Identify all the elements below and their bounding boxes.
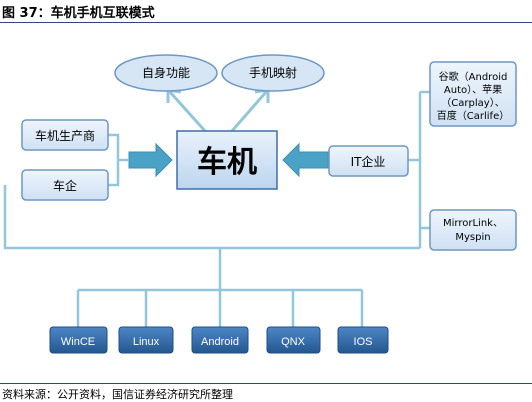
os-label-wince: WinCE (61, 336, 95, 348)
car-machine-box (176, 130, 278, 190)
os-box-qnx (266, 326, 321, 354)
right-big-arrow (282, 142, 329, 178)
it-examples-2-line-2: Myspin (455, 232, 490, 243)
phone-mirror-label: 手机映射 (249, 65, 297, 80)
mode-arrows (166, 88, 270, 133)
car-company-to-bus-line (3, 185, 420, 250)
self-function-label: 自身功能 (142, 65, 190, 80)
it-examples-2-line-1: MirrorLink、 (443, 218, 503, 229)
car-company-box (21, 169, 109, 201)
car-company-label: 车企 (53, 178, 77, 193)
left-bracket-line (108, 133, 120, 187)
left-big-arrow (128, 142, 173, 178)
it-examples-1-line-4: 百度（Carlife） (437, 109, 509, 122)
self-function-ellipse (114, 54, 218, 92)
os-box-android (191, 326, 249, 354)
connectors (3, 90, 430, 327)
arrow-to-phone-mirror (230, 91, 268, 132)
os-label-qnx: QNX (281, 336, 306, 348)
car-maker-box (21, 119, 109, 151)
title-rule (0, 22, 532, 23)
source-note: 资料来源：公开资料，国信证券经济研究所整理 (2, 388, 233, 401)
car-machine-label: 车机 (197, 145, 257, 180)
it-examples-1-line-1: 谷歌（Android (439, 70, 508, 83)
os-label-android: Android (201, 336, 239, 348)
it-examples-box-1 (429, 61, 517, 127)
os-box-ios (337, 326, 389, 354)
phone-mirror-ellipse (221, 54, 325, 92)
os-label-linux: Linux (133, 336, 160, 348)
car-maker-label: 车机生产商 (35, 128, 95, 143)
os-row: WinCE Linux Android QNX IOS (49, 326, 389, 354)
arrow-to-self-function (168, 90, 207, 133)
it-examples-box-2 (429, 209, 517, 251)
figure-title: 图 37：车机手机互联模式 (2, 6, 155, 21)
bottom-rule (0, 383, 532, 384)
os-box-wince (49, 326, 108, 354)
os-label-ios: IOS (354, 336, 373, 348)
it-company-box (328, 145, 409, 177)
it-company-label: IT企业 (351, 154, 386, 169)
os-box-linux (118, 326, 174, 354)
it-examples-1-line-2: Auto）、苹果 (444, 83, 502, 96)
it-examples-1-line-3: （Carplay）、 (441, 97, 504, 109)
